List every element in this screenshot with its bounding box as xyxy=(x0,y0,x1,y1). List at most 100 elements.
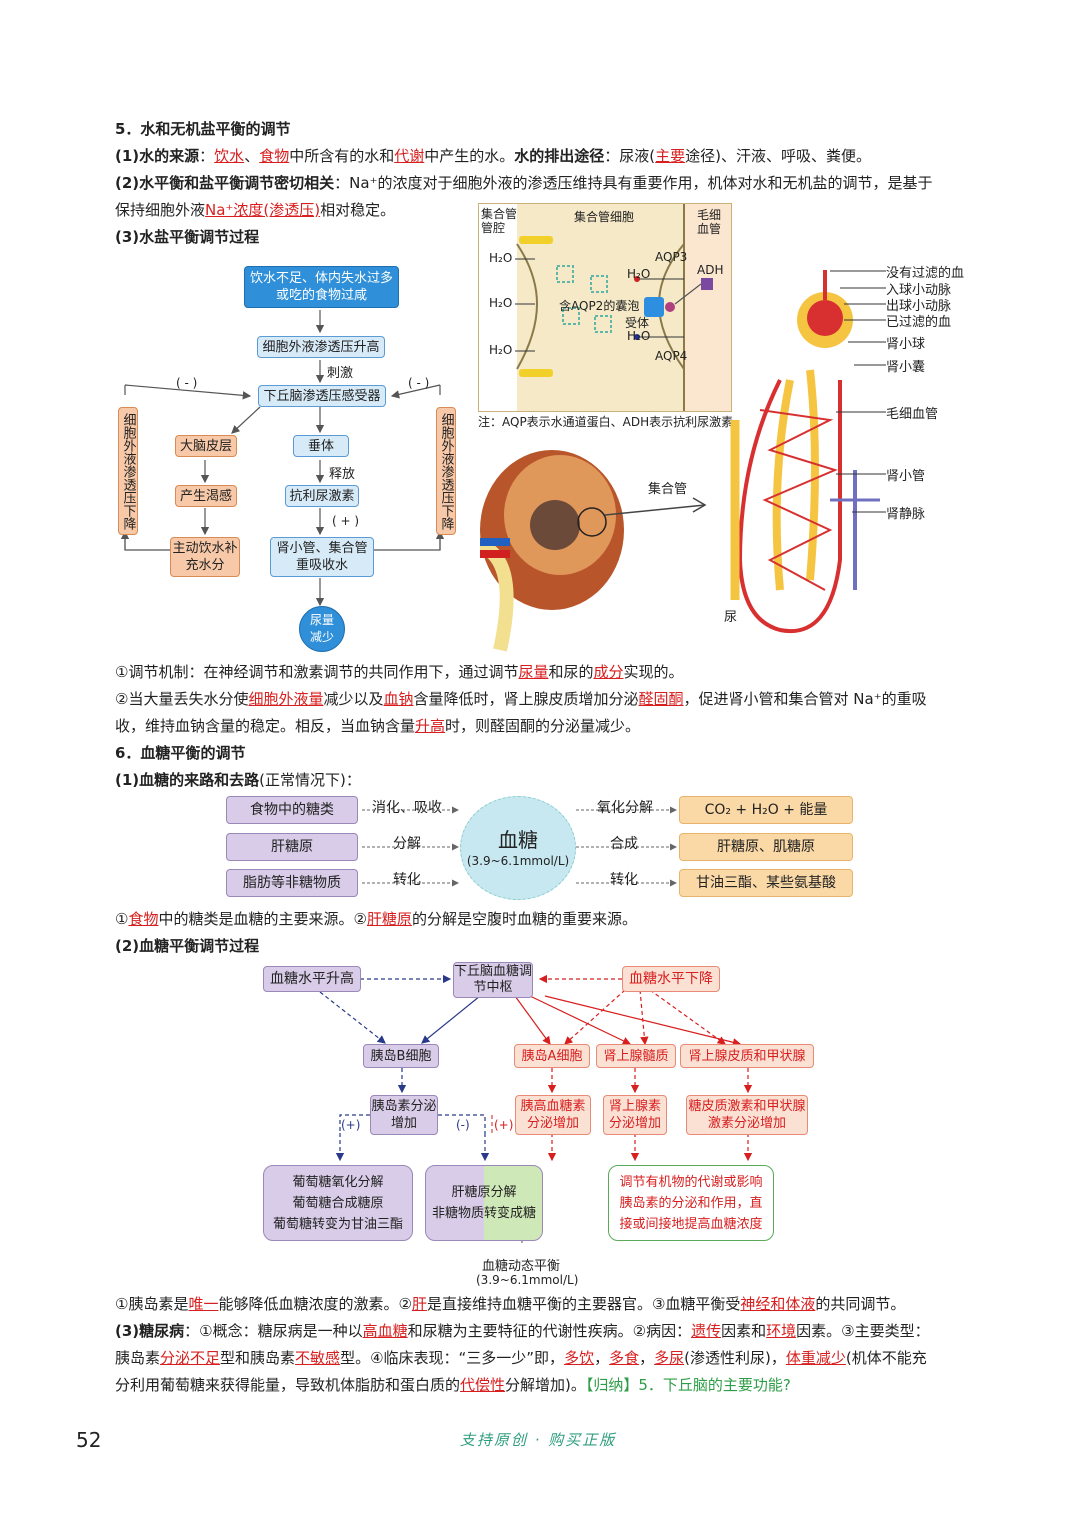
flow2-use-box: 葡萄糖氧化分解 葡萄糖合成糖原 葡萄糖转变为甘油三酯 xyxy=(263,1165,413,1241)
kidney-l9: 肾静脉 xyxy=(886,507,926,522)
glucose-dst-1: CO₂ + H₂O + 能量 xyxy=(679,796,853,824)
flow2-plus-1: (+) xyxy=(341,1118,361,1132)
flow2-glucagon: 胰高血糖素分泌增加 xyxy=(515,1095,591,1135)
flow2-beta: 胰岛B细胞 xyxy=(363,1044,439,1068)
diabetes-line-2: 胰岛素分泌不足型和胰岛素不敏感型。④临床表现：“三多一少”即，多饮，多食，多尿(… xyxy=(115,1349,927,1367)
kidney-leader-lines xyxy=(830,270,886,513)
flow2-liver-1: 肝糖原分解 xyxy=(451,1185,517,1200)
aqp-h2o-2: H₂O xyxy=(489,296,513,310)
aqp-note: 注：AQP表示水通道蛋白、ADH表示抗利尿激素 xyxy=(478,415,734,429)
flow2-liver-box: 肝糖原分解 非糖物质转变成糖 xyxy=(425,1165,543,1241)
flow1-osm-up: 细胞外液渗透压升高 xyxy=(257,336,385,358)
glucose-arrows xyxy=(362,806,677,887)
kidney-l3: 出球小动脉 xyxy=(886,299,952,314)
flow2-insulin: 胰岛素分泌增加 xyxy=(370,1095,438,1135)
kidney-illustration xyxy=(480,270,880,652)
flow2-alpha: 胰岛A细胞 xyxy=(514,1044,590,1068)
note2-line: ①食物中的糖类是血糖的主要来源。②肝糖原的分解是空腹时血糖的重要来源。 xyxy=(115,910,637,928)
kidney-l7: 毛细血管 xyxy=(886,407,939,422)
page-number: 52 xyxy=(76,1428,102,1452)
flow1-urine-circle: 尿量减少 xyxy=(299,606,345,652)
flow2-balance: 血糖动态平衡 xyxy=(482,1259,561,1274)
water-salt-line-1: (2)水平衡和盐平衡调节密切相关：Na⁺的浓度对于细胞外液的渗透压维持具有重要作… xyxy=(115,174,933,192)
flow2-cortex: 肾上腺皮质和甲状腺 xyxy=(680,1044,814,1068)
kidney-urine-label: 尿 xyxy=(724,610,738,625)
kidney-duct-label: 集合管 xyxy=(648,482,688,497)
diabetes-line-3: 分利用葡萄糖来获得能量，导致机体脂肪和蛋白质的代偿性分解增加)。【归纳】5．下丘… xyxy=(115,1376,791,1394)
aqp-vesicle: 含AQP2的囊泡 xyxy=(559,299,640,313)
flow1-side-left: 细胞外液渗透压下降 xyxy=(118,407,138,535)
flow2-use-2: 葡萄糖合成糖原 xyxy=(292,1195,384,1211)
aqp-cell-label: 集合管细胞 xyxy=(574,210,635,224)
kidney-l4: 已过滤的血 xyxy=(886,315,952,330)
flow2-high: 血糖水平升高 xyxy=(263,966,361,992)
water-salt-line-2: 保持细胞外液Na⁺浓度(渗透压)相对稳定。 xyxy=(115,201,396,219)
glucose-dst-3: 甘油三酯、某些氨基酸 xyxy=(679,869,853,897)
glucose-out-1: 氧化分解 xyxy=(597,800,653,816)
flow2-medulla: 肾上腺髓质 xyxy=(596,1044,676,1068)
kidney-l1: 没有过滤的血 xyxy=(886,266,965,281)
diabetes-line-1: (3)糖尿病：①概念：糖尿病是一种以高血糖和尿糖为主要特征的代谢性疾病。②病因：… xyxy=(115,1322,930,1340)
flow2-indirect-box: 调节有机物的代谢或影响胰岛素的分泌和作用，直接或间接地提高血糖浓度 xyxy=(608,1165,774,1241)
kidney-l5: 肾小球 xyxy=(886,337,926,352)
flow1-adh: 抗利尿激素 xyxy=(285,485,359,507)
summary-question: 【归纳】5．下丘脑的主要功能? xyxy=(585,1376,791,1394)
flow2-liver-2: 非糖物质转变成糖 xyxy=(431,1206,536,1221)
glucose-source-heading: (1)血糖的来路和去路(正常情况下)： xyxy=(115,771,361,789)
flow1-pos-label: ( + ) xyxy=(332,514,360,528)
glucose-center-range: (3.9~6.1mmol/L) xyxy=(466,853,570,868)
flow2-epi: 肾上腺素分泌增加 xyxy=(603,1095,667,1135)
glucose-in-2: 分解 xyxy=(393,836,421,852)
flow1-arrows xyxy=(120,310,445,607)
aqp-aqp3: AQP3 xyxy=(655,250,688,264)
aqp-adh: ADH xyxy=(697,263,724,277)
note1-line-1: ①调节机制：在神经调节和激素调节的共同作用下，通过调节尿量和尿的成分实现的。 xyxy=(115,663,684,681)
flow2-minus-1: (-) xyxy=(456,1118,470,1132)
flow1-drink: 主动饮水补充水分 xyxy=(170,537,240,577)
flow2-center: 下丘脑血糖调节中枢 xyxy=(453,962,533,998)
water-source-line: (1)水的来源：饮水、食物中所含有的水和代谢中产生的水。水的排出途径：尿液(主要… xyxy=(115,147,872,165)
note3-line: ①胰岛素是唯一能够降低血糖浓度的激素。②肝是直接维持血糖平衡的主要器官。③血糖平… xyxy=(115,1295,906,1313)
flow2-arrows xyxy=(319,974,753,1243)
flow2-gc: 糖皮质激素和甲状腺激素分泌增加 xyxy=(686,1095,808,1135)
flow1-neg-left: ( - ) xyxy=(176,376,198,390)
flow1-thirst: 产生渴感 xyxy=(175,485,237,507)
flow2-plus-2: (+) xyxy=(494,1118,514,1132)
flow2-use-1: 葡萄糖氧化分解 xyxy=(292,1174,384,1190)
flow1-receptor: 下丘脑渗透压感受器 xyxy=(258,385,386,407)
flow2-use-3: 葡萄糖转变为甘油三酯 xyxy=(272,1216,403,1232)
glucose-in-1: 消化、吸收 xyxy=(372,800,442,816)
glucose-src-2: 肝糖原 xyxy=(226,833,358,861)
flow1-side-right: 细胞外液渗透压下降 xyxy=(436,407,456,535)
note1-line-3: 收，维持血钠含量的稳定。相反，当血钠含量升高时，则醛固酮的分泌量减少。 xyxy=(115,717,641,735)
glucose-in-3: 转化 xyxy=(393,872,421,888)
glucose-center-label: 血糖 xyxy=(498,827,538,852)
aqp-drawing xyxy=(479,204,731,411)
glucose-src-3: 脂肪等非糖物质 xyxy=(226,869,358,897)
note1-line-2: ②当大量丢失水分使细胞外液量减少以及血钠含量降低时，肾上腺皮质增加分泌醛固酮，促… xyxy=(115,690,927,708)
aqp-h2o-1: H₂O xyxy=(489,251,513,265)
flow1-kidney: 肾小管、集合管重吸收水 xyxy=(270,537,374,577)
flow1-release-label: 释放 xyxy=(329,467,356,482)
flow1-stim-label: 刺激 xyxy=(327,366,354,381)
glucose-dst-2: 肝糖原、肌糖原 xyxy=(679,833,853,861)
aqp-aqp4: AQP4 xyxy=(655,349,688,363)
flow1-neg-right: ( - ) xyxy=(408,376,430,390)
glucose-out-3: 转化 xyxy=(610,872,638,888)
glucose-src-1: 食物中的糖类 xyxy=(226,796,358,824)
flow1-cortex: 大脑皮层 xyxy=(175,435,237,457)
footer-slogan: 支持原创 · 购买正版 xyxy=(460,1431,617,1449)
kidney-l2: 入球小动脉 xyxy=(886,283,952,298)
aqp-h2o-4: H₂O xyxy=(627,267,651,281)
glucose-center-circle: 血糖 (3.9~6.1mmol/L) xyxy=(460,796,576,900)
aqp-capillary-label: 毛细血管 xyxy=(697,208,722,236)
aqp-lumen-label: 集合管管腔 xyxy=(481,207,518,235)
aqp-h2o-3: H₂O xyxy=(489,343,513,357)
aqp-h2o-5: H₂O xyxy=(627,329,651,343)
flow2-range: (3.9~6.1mmol/L) xyxy=(476,1273,579,1287)
flow1-start-box: 饮水不足、体内失水过多或吃的食物过咸 xyxy=(244,266,399,308)
section-5-title: 5．水和无机盐平衡的调节 xyxy=(115,120,291,138)
aqp-receptor: 受体 xyxy=(625,316,650,330)
kidney-l8: 肾小管 xyxy=(886,469,926,484)
flow2-low: 血糖水平下降 xyxy=(622,966,720,992)
